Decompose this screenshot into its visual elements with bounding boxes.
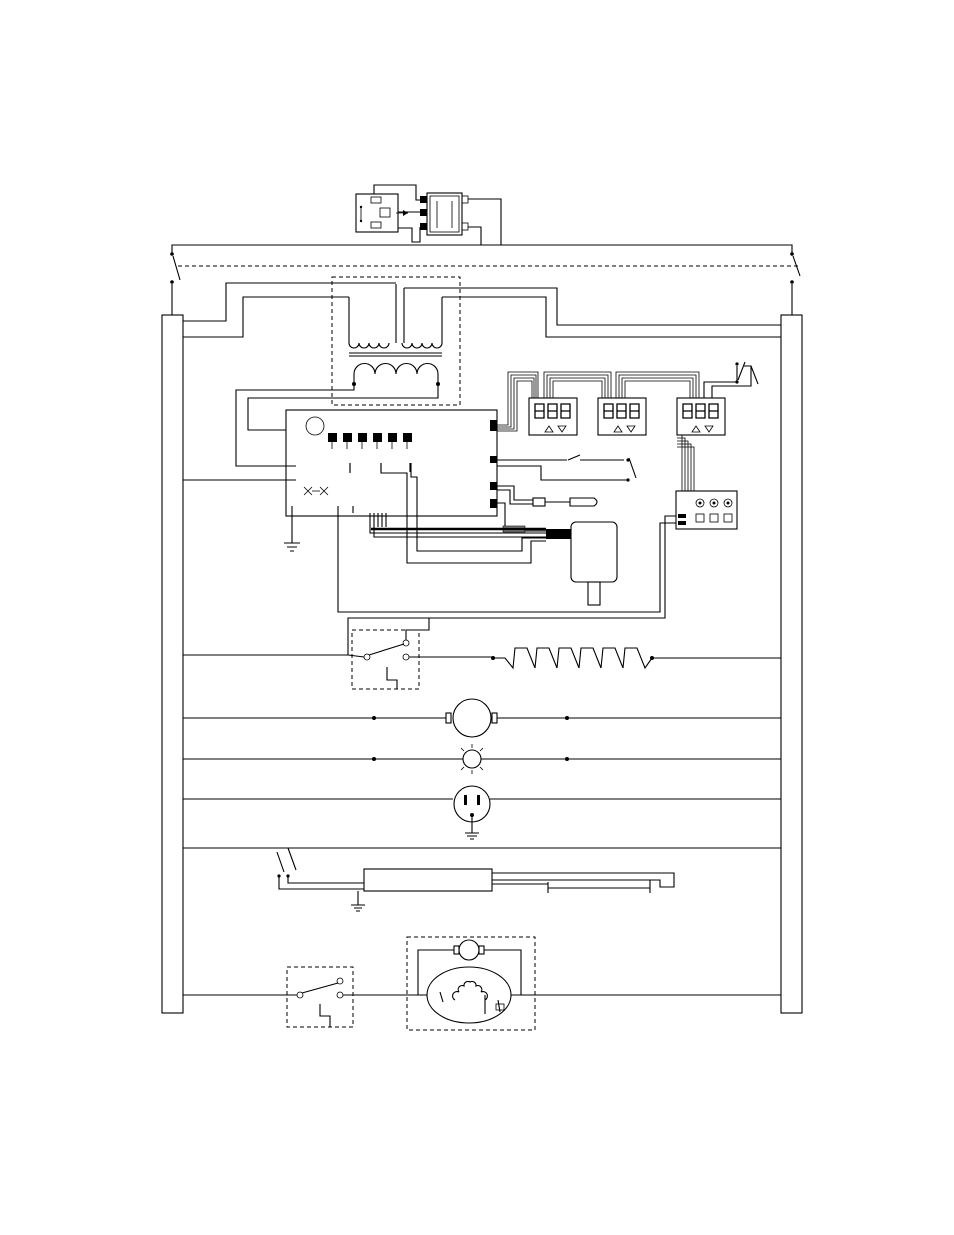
board-switch [497,455,636,482]
primary-wire-3 [404,288,781,325]
transformer [332,277,460,405]
heating-element [491,648,781,668]
heater-relay [348,618,493,689]
keypad [676,491,737,529]
motor-unit [497,503,617,605]
power-relay [356,185,501,245]
igniter [351,869,674,911]
top-supply-wire [172,245,792,253]
lamp [183,744,781,774]
door-switch-right [790,252,800,315]
bus-right [781,315,802,1013]
fan-motor [183,699,781,737]
bus-left [162,315,183,1013]
temperature-probe [497,486,597,506]
primary-wire-1 [183,283,396,321]
primary-wire-2 [183,297,349,337]
display-switch [704,362,758,398]
control-board [286,410,497,516]
door-switch-left [170,252,180,315]
outlet [183,786,781,839]
primary-wire-4 [442,297,781,337]
blower-assembly [407,937,535,1030]
fan-relay [287,967,353,1027]
